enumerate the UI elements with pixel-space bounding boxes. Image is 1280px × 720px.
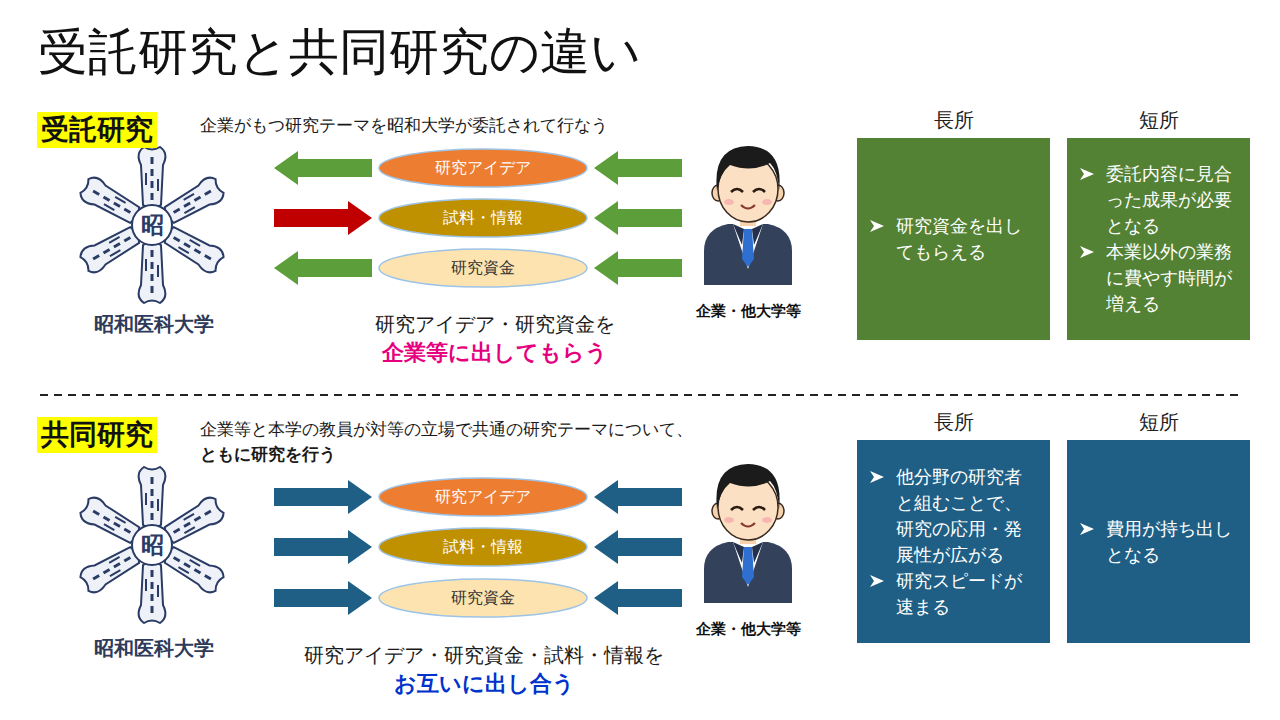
box-heading: 短所 xyxy=(1067,106,1250,134)
bullet-item: 委託内容に見合った成果が必要となる xyxy=(1079,161,1242,239)
person-illustration xyxy=(704,146,792,285)
resource-oval: 試料・情報 xyxy=(378,527,588,567)
logo-character: 昭 xyxy=(137,210,167,240)
institution-name: 昭和医科大学 xyxy=(40,634,268,662)
block-arrow xyxy=(594,251,682,285)
bullet-symbol xyxy=(1079,166,1095,182)
page-title: 受託研究と共同研究の違い xyxy=(38,20,641,84)
block-arrow xyxy=(274,480,372,514)
oval-outline xyxy=(379,579,587,617)
oval-outline xyxy=(379,199,587,237)
oval-outline xyxy=(379,478,587,516)
resource-oval: 研究アイデア xyxy=(378,148,588,188)
bullet-item: 費用が持ち出しとなる xyxy=(1079,516,1242,568)
box-heading: 長所 xyxy=(857,408,1050,436)
bullet-item: 本業以外の業務に費やす時間が増える xyxy=(1079,239,1242,317)
bullet-symbol xyxy=(869,573,885,589)
description-text: 企業がもつ研究テーマを昭和大学が委託されて行なう xyxy=(200,113,608,138)
block-arrow xyxy=(274,151,372,185)
merit-box: 長所他分野の研究者と組むことで、研究の応用・発展性が広がる研究スピードが速まる xyxy=(857,440,1050,643)
university-logo xyxy=(78,147,226,303)
resource-label: 研究資金 xyxy=(451,258,515,278)
bullet-symbol xyxy=(869,469,885,485)
resource-oval: 試料・情報 xyxy=(378,198,588,238)
resource-label: 研究資金 xyxy=(451,588,515,608)
university-node: 昭昭和医科大学 xyxy=(40,140,268,340)
resource-label: 試料・情報 xyxy=(443,208,523,228)
block-arrow xyxy=(274,201,372,235)
summary-emphasis: 企業等に出してもらう xyxy=(195,338,795,368)
bullet-text: 費用が持ち出しとなる xyxy=(1106,516,1236,568)
bullet-text: 委託内容に見合った成果が必要となる xyxy=(1106,161,1236,239)
oval-outline xyxy=(379,528,587,566)
block-arrow xyxy=(594,581,682,615)
resource-oval: 研究資金 xyxy=(378,578,588,618)
institution-name: 昭和医科大学 xyxy=(40,310,268,338)
block-arrow xyxy=(594,151,682,185)
block-arrow xyxy=(594,201,682,235)
bullet-symbol xyxy=(1079,521,1095,537)
description-text: ともに研究を行う xyxy=(200,442,336,467)
university-node: 昭昭和医科大学 xyxy=(40,464,268,664)
summary-emphasis: お互いに出し合う xyxy=(184,669,784,699)
demerit-box: 短所費用が持ち出しとなる xyxy=(1067,440,1250,643)
partner-node: 企業・他大学等 xyxy=(688,140,808,322)
block-arrow xyxy=(274,251,372,285)
logo-character: 昭 xyxy=(137,530,167,560)
partner-name: 企業・他大学等 xyxy=(668,300,828,322)
section-title: 受託研究 xyxy=(41,112,153,148)
box-heading: 長所 xyxy=(857,106,1050,134)
bullet-text: 研究資金を出してもらえる xyxy=(896,213,1026,265)
person-illustration xyxy=(704,464,792,603)
bullet-text: 他分野の研究者と組むことで、研究の応用・発展性が広がる xyxy=(896,464,1026,568)
box-heading: 短所 xyxy=(1067,408,1250,436)
section-tag: 受託研究 xyxy=(37,112,157,148)
bullet-text: 研究スピードが速まる xyxy=(896,568,1026,620)
bullet-text: 本業以外の業務に費やす時間が増える xyxy=(1106,239,1236,317)
block-arrow xyxy=(594,530,682,564)
partner-name: 企業・他大学等 xyxy=(668,618,828,640)
description-text: 企業等と本学の教員が対等の立場で共通の研究テーマについて、 xyxy=(200,417,693,442)
resource-label: 試料・情報 xyxy=(443,537,523,557)
section-divider xyxy=(40,394,1240,396)
resource-oval: 研究アイデア xyxy=(378,477,588,517)
block-arrow xyxy=(594,480,682,514)
resource-label: 研究アイデア xyxy=(435,487,531,507)
bullet-item: 研究スピードが速まる xyxy=(869,568,1042,620)
oval-outline xyxy=(379,249,587,287)
demerit-box: 短所委託内容に見合った成果が必要となる本業以外の業務に費やす時間が増える xyxy=(1067,138,1250,340)
resource-oval: 研究資金 xyxy=(378,248,588,288)
bullet-item: 研究資金を出してもらえる xyxy=(869,213,1042,265)
bullet-symbol xyxy=(869,218,885,234)
section-tag: 共同研究 xyxy=(37,417,157,453)
partner-node: 企業・他大学等 xyxy=(688,458,808,640)
resource-label: 研究アイデア xyxy=(435,158,531,178)
block-arrow xyxy=(274,530,372,564)
block-arrow xyxy=(274,581,372,615)
oval-outline xyxy=(379,149,587,187)
section-title: 共同研究 xyxy=(41,417,153,453)
summary-text: 研究アイデア・研究資金・試料・情報を xyxy=(184,641,784,669)
university-logo xyxy=(78,467,226,623)
merit-box: 長所研究資金を出してもらえる xyxy=(857,138,1050,340)
bullet-item: 他分野の研究者と組むことで、研究の応用・発展性が広がる xyxy=(869,464,1042,568)
bullet-symbol xyxy=(1079,244,1095,260)
